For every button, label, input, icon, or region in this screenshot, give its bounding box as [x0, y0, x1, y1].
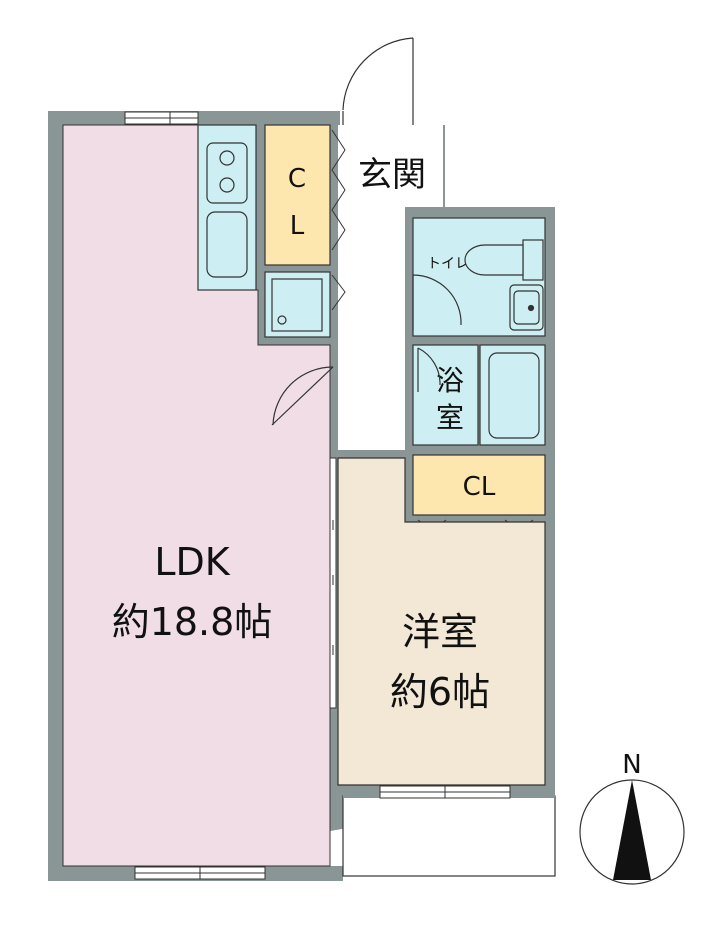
closet-main-label-2: L: [290, 211, 305, 241]
bathtub-icon: [488, 352, 540, 439]
stove-burner-icon: [219, 150, 235, 166]
toilet-label: トイレ: [427, 256, 469, 272]
washroom: [412, 344, 479, 446]
entrance-door: [342, 37, 414, 125]
north-arrow-icon: [613, 780, 651, 880]
balcony: [342, 795, 556, 877]
corridor-floor: [338, 210, 405, 450]
bath-label-bottom: 室: [436, 401, 464, 434]
sliding-partition: [329, 457, 337, 709]
toilet-icon: [464, 239, 544, 331]
closet-western: [412, 454, 546, 516]
kitchen-sink-icon: [206, 211, 248, 278]
wall-left: [48, 111, 63, 881]
toilet-door: [412, 274, 462, 330]
western-room-floor: [337, 457, 546, 786]
ldk-label: LDK: [154, 540, 230, 584]
bath-label-top: 浴: [436, 364, 464, 397]
washer-space: [264, 271, 331, 338]
ldk-door: [271, 366, 334, 426]
compass-label: N: [622, 750, 641, 780]
western-room-area: 約6帖: [390, 670, 490, 714]
ldk-area: 約18.8帖: [112, 600, 273, 644]
windows: [124, 111, 511, 880]
closet-western-label: CL: [463, 472, 496, 502]
stove-burner-icon: [219, 177, 235, 193]
drain-icon: [277, 315, 287, 325]
entrance-label: 玄関: [358, 155, 426, 195]
bath-door: [417, 347, 441, 392]
kitchen-counter: [197, 124, 257, 291]
closet-bifold-door: [331, 129, 346, 311]
closet-main-label-1: C: [288, 164, 306, 194]
entrance-floor: [338, 125, 443, 210]
closet-main: [264, 124, 331, 266]
compass: N: [579, 750, 685, 885]
western-room-label: 洋室: [402, 610, 478, 654]
